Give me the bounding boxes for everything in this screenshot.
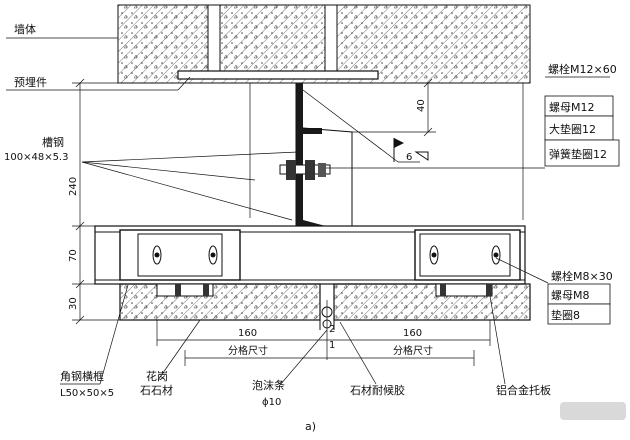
label-granite-2: 石石材 (140, 383, 173, 397)
dim-160-left: 160 (238, 328, 257, 339)
embedded-plate (177, 70, 379, 80)
label-washer-spring: 弹簧垫圈12 (549, 147, 607, 161)
watermark-blur (560, 402, 626, 420)
label-washer-8: 垫圈8 (551, 308, 580, 322)
label-nut-m12: 螺母M12 (549, 101, 595, 114)
label-stone-sealant: 石材耐候胶 (350, 383, 405, 397)
m12-label-boxes (544, 76, 620, 167)
dim-70: 70 (68, 249, 79, 262)
label-weld-size: 6 (406, 152, 412, 163)
dim-grid-right: 分格尺寸 (393, 344, 433, 357)
figure-tag: a) (305, 420, 316, 433)
label-foam-strip: 泡沫条 (252, 378, 285, 392)
label-foam-spec: ϕ10 (262, 397, 281, 408)
label-granite-1: 花岗 (146, 370, 168, 383)
label-bolt-m8: 螺栓M8×30 (551, 269, 613, 283)
granite-stone-band (119, 283, 531, 321)
dim-gap-1: 1 (329, 340, 335, 351)
dim-grid-left: 分格尺寸 (228, 344, 268, 357)
weld-symbol (393, 138, 429, 162)
bolt-m12 (279, 160, 331, 180)
right-bracket (414, 229, 521, 281)
label-nut-m8: 螺母M8 (551, 289, 590, 302)
label-wall: 墙体 (14, 22, 36, 36)
label-embedded-part: 预埋件 (14, 76, 47, 89)
m8-label-boxes (547, 283, 611, 325)
label-bolt-m12: 螺栓M12×60 (548, 62, 617, 76)
dim-240: 240 (68, 177, 79, 196)
stone-joint (319, 284, 335, 360)
dim-40: 40 (416, 99, 427, 112)
label-alu-plate: 铝合金托板 (496, 383, 551, 397)
left-bracket (119, 229, 241, 281)
alu-plate-left (156, 283, 214, 297)
dim-160-right: 160 (403, 328, 422, 339)
label-channel-steel: 槽钢 (42, 136, 64, 149)
label-angle-spec: L50×50×5 (60, 388, 114, 399)
dim-gap-2: 2 (329, 324, 335, 335)
label-channel-spec: 100×48×5.3 (4, 152, 68, 163)
dimension-lines (72, 78, 491, 366)
leader-lines (6, 37, 549, 386)
label-angle-frame: 角钢横框 (60, 369, 104, 383)
label-washer-large: 大垫圈12 (549, 122, 596, 136)
wall-body (117, 4, 531, 84)
dim-30: 30 (68, 297, 79, 310)
